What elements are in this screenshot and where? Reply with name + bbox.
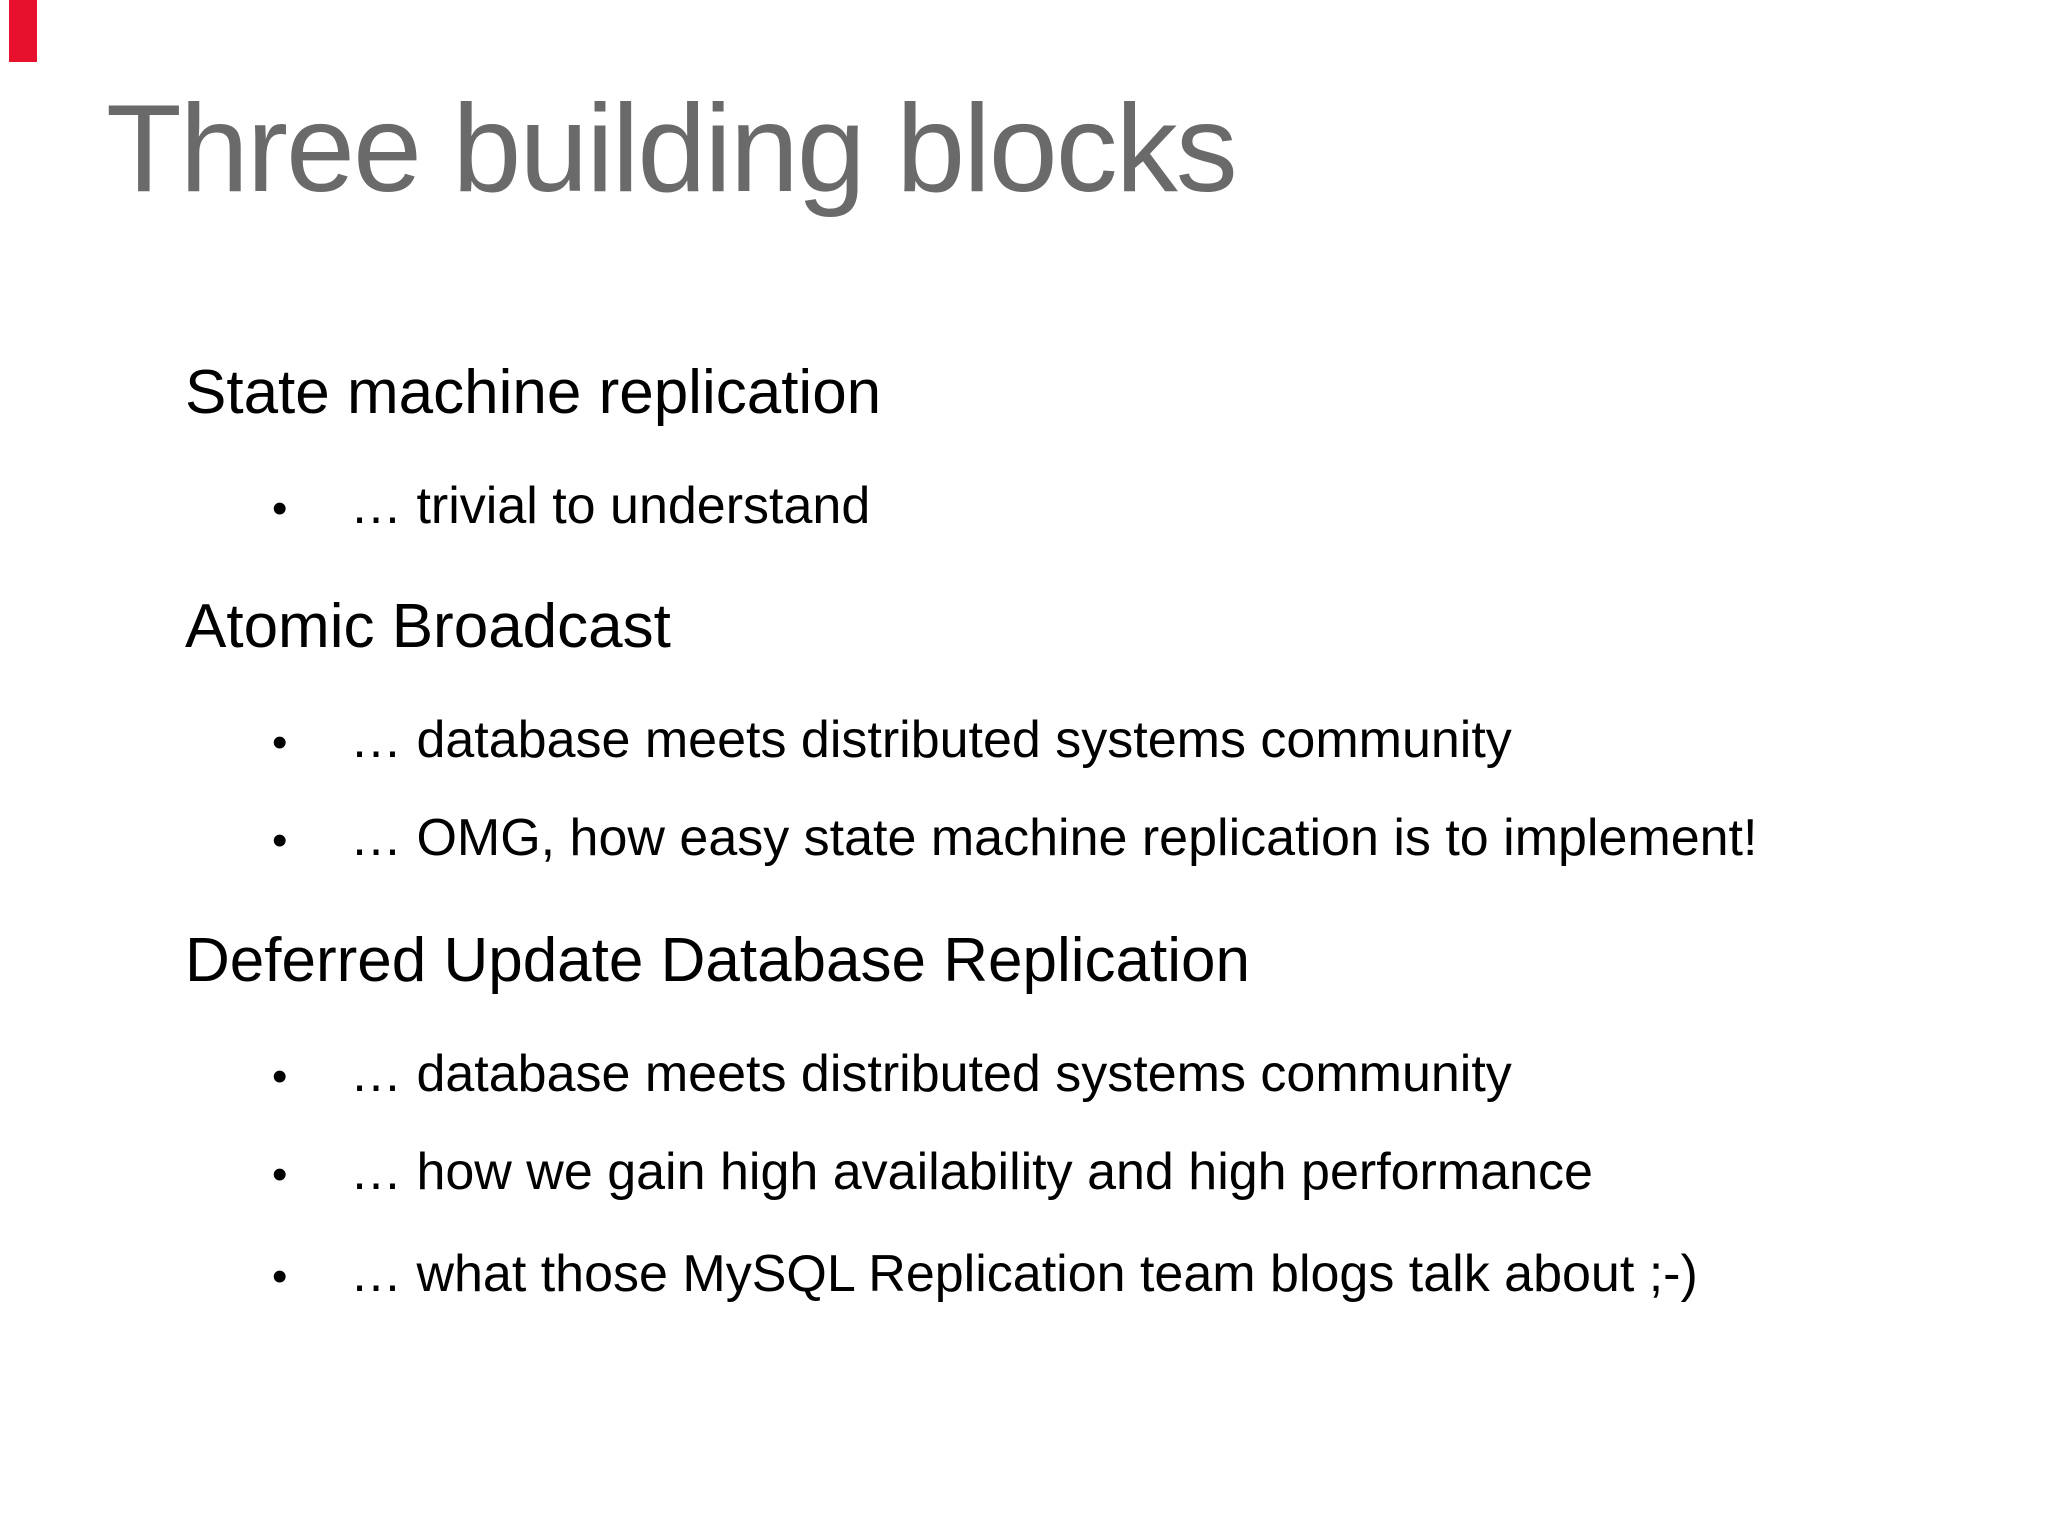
bullet-text: … trivial to understand (350, 477, 871, 535)
bullet-text: … database meets distributed systems com… (350, 1045, 1512, 1103)
bullet-dot-icon: • (272, 1052, 288, 1101)
bullet-text: … what those MySQL Replication team blog… (350, 1245, 1698, 1303)
bullet-item: • … how we gain high availability and hi… (272, 1146, 1593, 1198)
slide-accent-bar (9, 0, 37, 62)
bullet-text: … database meets distributed systems com… (350, 711, 1512, 769)
bullet-item: • … database meets distributed systems c… (272, 714, 1512, 766)
bullet-text: … how we gain high availability and high… (350, 1143, 1593, 1201)
bullet-item: • … what those MySQL Replication team bl… (272, 1248, 1698, 1300)
slide-title: Three building blocks (106, 80, 1238, 218)
bullet-text: … OMG, how easy state machine replicatio… (350, 809, 1758, 867)
bullet-dot-icon: • (272, 1252, 288, 1301)
section-heading-atomic-broadcast: Atomic Broadcast (185, 592, 671, 661)
section-heading-deferred-update-database-replication: Deferred Update Database Replication (185, 926, 1250, 995)
bullet-dot-icon: • (272, 484, 288, 533)
section-heading-state-machine-replication: State machine replication (185, 358, 882, 427)
bullet-dot-icon: • (272, 816, 288, 865)
bullet-item: • … trivial to understand (272, 480, 870, 532)
bullet-dot-icon: • (272, 1150, 288, 1199)
bullet-dot-icon: • (272, 718, 288, 767)
bullet-item: • … OMG, how easy state machine replicat… (272, 812, 1757, 864)
bullet-item: • … database meets distributed systems c… (272, 1048, 1512, 1100)
